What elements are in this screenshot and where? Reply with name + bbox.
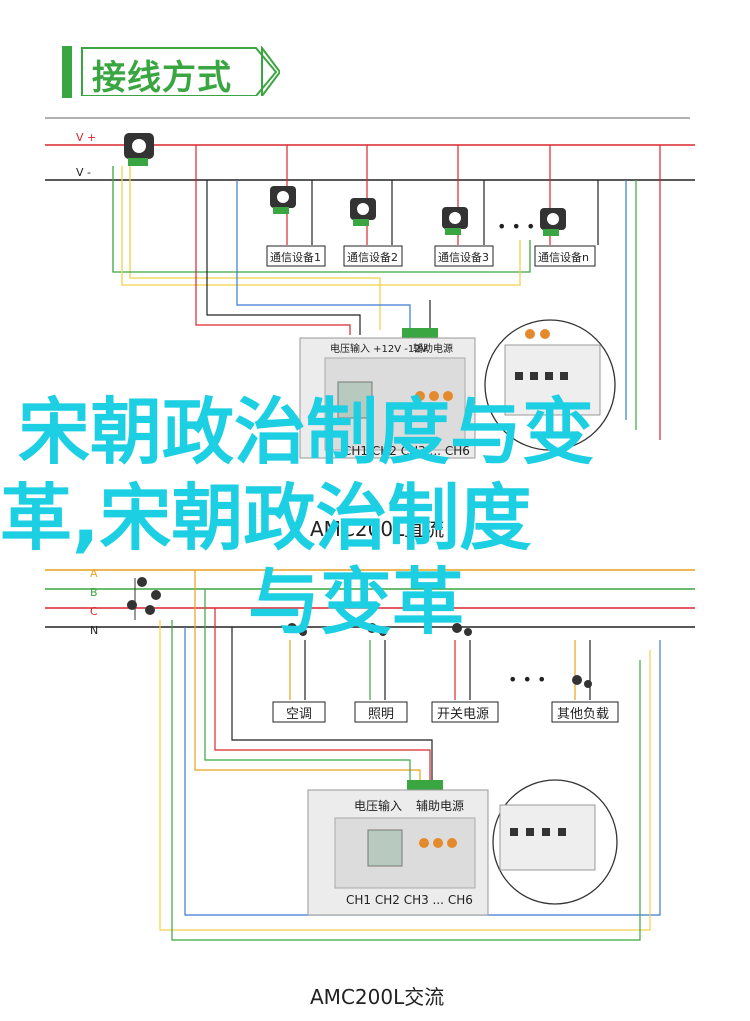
- device-box: [434, 245, 494, 267]
- rail-n-label: N: [90, 624, 98, 637]
- rail-c-label: C: [90, 605, 98, 618]
- header-frame: [81, 46, 280, 96]
- rail-v-minus-label: V -: [76, 166, 91, 179]
- dc-meter-input-label: 电压输入 +12V -12V: [330, 342, 428, 355]
- load-sensor-icon: [452, 623, 472, 636]
- rail-b-label: B: [90, 586, 98, 599]
- ac-meter-input-label: 电压输入: [354, 798, 402, 813]
- load-box: [431, 701, 499, 723]
- device-label: 通信设备3: [438, 250, 489, 264]
- device-box: [534, 245, 596, 267]
- device-label: 通信设备n: [538, 250, 589, 264]
- dc-model-label: AMC200L直流: [310, 517, 444, 541]
- load-label: 空调: [286, 707, 312, 722]
- three-phase-sensor-icon: [127, 577, 161, 620]
- device-sensor-icon: [442, 207, 468, 235]
- ac-model-label: AMC200L交流: [310, 985, 445, 1009]
- load-label: 其他负载: [557, 707, 609, 722]
- device-box: [266, 245, 326, 267]
- load-box: [272, 701, 326, 723]
- overlay-title-line1: 宋朝政治制度与变: [18, 390, 595, 474]
- header-accent-bar: [62, 46, 72, 98]
- overlay-title-line3: 与变革: [248, 560, 465, 644]
- dc-meter: [299, 328, 476, 459]
- overlay-title-line2: 革,宋朝政治制度: [0, 476, 532, 560]
- ac-meter-zoom-icon: [492, 779, 618, 905]
- dc-meter-zoom-icon: [484, 319, 616, 451]
- load-label: 照明: [368, 707, 394, 722]
- load-sensor-icon: [367, 623, 387, 636]
- ac-meter-aux-label: 辅助电源: [416, 799, 464, 813]
- device-label: 通信设备1: [270, 250, 321, 264]
- ac-channel-label: CH1 CH2 CH3 ... CH6: [346, 893, 473, 907]
- device-sensor-icon: [540, 208, 566, 236]
- device-label: 通信设备2: [347, 250, 398, 264]
- load-sensor-icon: [572, 675, 592, 688]
- load-box: [551, 701, 619, 723]
- ac-meter: [307, 780, 489, 916]
- page-title: 接线方式: [92, 58, 232, 98]
- device-sensor-icon: [350, 198, 376, 226]
- bottom-ellipsis: • • •: [508, 670, 546, 689]
- load-label: 开关电源: [437, 707, 489, 722]
- load-box: [354, 701, 408, 723]
- device-sensor-icon: [270, 186, 296, 214]
- top-ellipsis: • • •: [497, 217, 535, 236]
- rail-v-plus-label: V +: [76, 131, 96, 144]
- device-box: [343, 245, 403, 267]
- dc-channel-label: CH1 CH2 CH3 ... CH6: [343, 444, 470, 458]
- load-sensor-icon: [287, 623, 307, 636]
- rail-a-label: A: [90, 567, 98, 580]
- main-current-sensor-icon: [124, 133, 154, 166]
- dc-meter-aux-label: 辅助电源: [413, 342, 453, 355]
